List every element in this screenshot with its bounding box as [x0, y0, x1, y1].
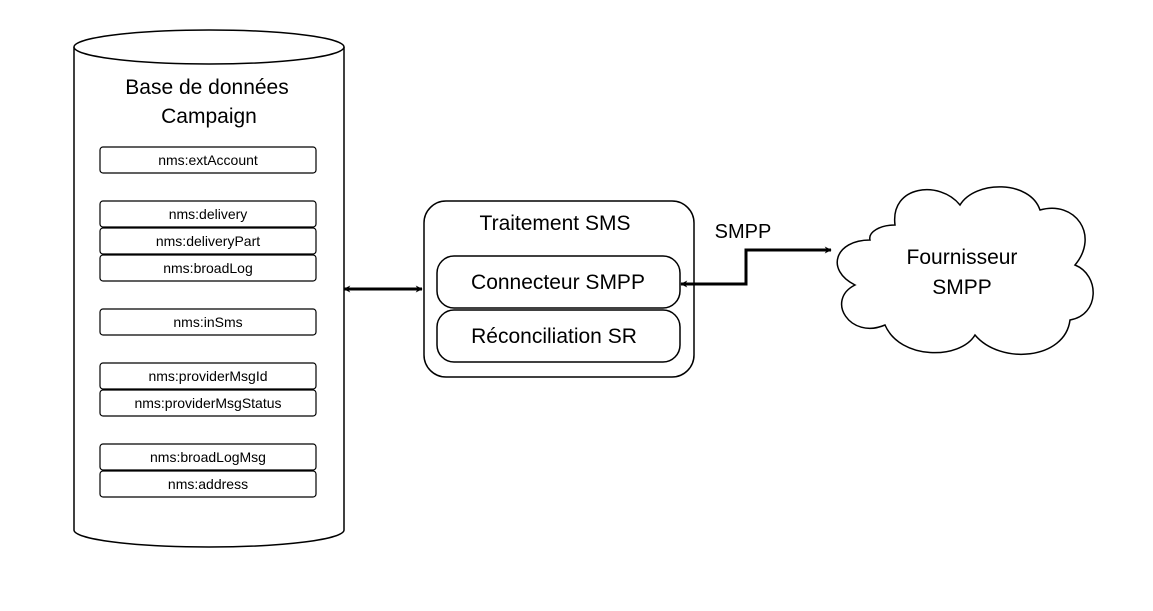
table-box: [99, 227, 317, 255]
processing-title: Traitement SMS: [480, 212, 631, 235]
smpp-link-arrow: [680, 246, 832, 288]
table-box: [99, 470, 317, 498]
table-box: [99, 146, 317, 174]
table-box: [99, 200, 317, 228]
database-title-line1: Base de données: [125, 76, 288, 99]
connector-label: Connecteur SMPP: [471, 271, 645, 294]
table-name: nms:broadLogMsg: [150, 449, 266, 465]
table-box: [99, 254, 317, 282]
table-list: nms:extAccount nms:delivery nms:delivery…: [99, 146, 317, 498]
reconciliation-box: [436, 309, 681, 363]
table-name: nms:address: [168, 476, 248, 492]
provider-label-line2: SMPP: [932, 276, 992, 299]
table-name: nms:broadLog: [163, 260, 253, 276]
table-box: [99, 308, 317, 336]
smpp-link-label: SMPP: [715, 221, 772, 243]
database-title-line2: Campaign: [161, 105, 257, 128]
connector-box: [436, 255, 681, 309]
table-name: nms:providerMsgId: [148, 368, 267, 384]
reconciliation-label: Réconciliation SR: [471, 325, 637, 348]
table-name: nms:providerMsgStatus: [134, 395, 281, 411]
table-box: [99, 443, 317, 471]
provider-label-line1: Fournisseur: [907, 246, 1018, 269]
table-box: [99, 389, 317, 417]
provider-cloud: [836, 186, 1094, 355]
table-name: nms:delivery: [169, 206, 248, 222]
table-name: nms:deliveryPart: [156, 233, 260, 249]
table-name: nms:extAccount: [158, 152, 258, 168]
table-box: [99, 362, 317, 390]
table-name: nms:inSms: [173, 314, 242, 330]
